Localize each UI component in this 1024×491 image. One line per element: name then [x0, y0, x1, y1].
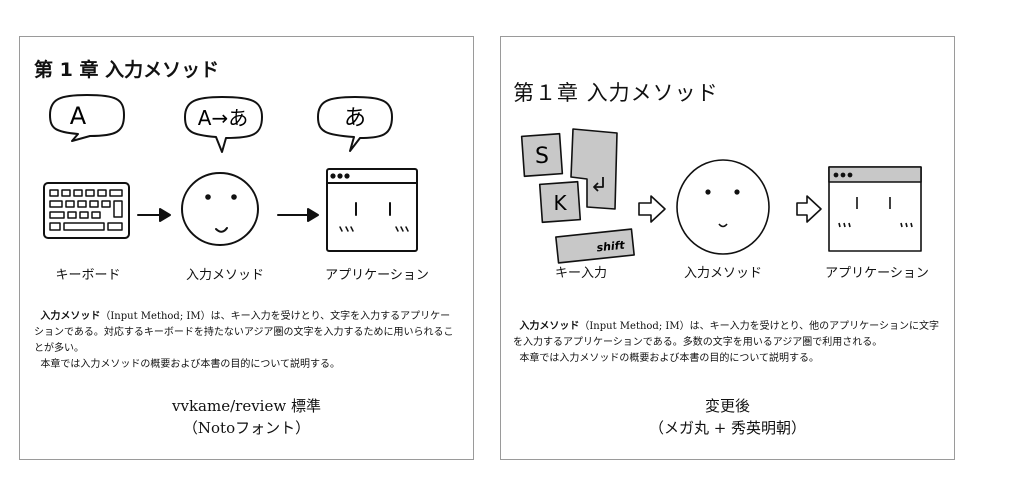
left-bubble-1 [49, 94, 125, 142]
left-label-application: アプリケーション [325, 268, 429, 283]
keyboard-icon [43, 182, 130, 239]
left-panel: 第 1 章 入力メソッド [19, 36, 474, 460]
left-body-term: 入力メソッド [40, 311, 101, 322]
left-caption: vvkame/review 標準 （Notoフォント） [20, 395, 473, 439]
key-shift-text: shift [596, 239, 626, 255]
application-window-icon [326, 168, 418, 252]
right-body-text: 入力メソッド（Input Method; IM）は、キー入力を受けとり、他のアプ… [513, 319, 948, 367]
key-k-text: K [553, 191, 567, 215]
right-label-application: アプリケーション [825, 266, 929, 281]
right-body-p2: 本章では入力メソッドの概要および本書の目的について説明する。 [519, 353, 820, 364]
left-label-keyboard: キーボード [55, 268, 120, 283]
left-illustration: A A→あ あ キーボード 入力メソッド アプリケーション [43, 94, 429, 283]
left-chapter-title: 第 1 章 入力メソッド [34, 59, 220, 81]
right-caption-line2: （メガ丸 + 秀英明朝） [648, 419, 807, 437]
left-bubble-3 [317, 96, 393, 152]
right-body-p1: （Input Method; IM）は、キー入力を受けとり、他のアプリケーション… [513, 321, 939, 348]
left-bubble-1-text: A [70, 102, 87, 130]
right-arrow-1 [638, 195, 666, 223]
right-arrow-2 [796, 195, 822, 223]
input-method-face-icon-right [676, 159, 770, 255]
left-label-input-method: 入力メソッド [186, 268, 264, 283]
key-k-icon [538, 180, 582, 224]
left-body-text: 入力メソッド（Input Method; IM）は、キー入力を受けとり、文字を入… [34, 309, 459, 373]
right-label-key-input: キー入力 [555, 266, 607, 281]
left-body-p1: （Input Method; IM）は、キー入力を受けとり、文字を入力するアプリ… [34, 311, 454, 354]
right-illustration: S K shift キー入力 入力メソッド アプリケーション [520, 128, 929, 281]
input-method-face-icon [181, 172, 259, 246]
key-s-text: S [535, 144, 549, 169]
right-label-input-method: 入力メソッド [684, 266, 762, 281]
key-shift-icon [555, 228, 635, 264]
right-panel: 第１章 入力メソッド S K shift [500, 36, 955, 460]
left-caption-line1: vvkame/review 標準 [172, 397, 321, 415]
left-bubble-3-text: あ [344, 106, 366, 131]
key-s-icon [520, 132, 564, 178]
right-caption: 変更後 （メガ丸 + 秀英明朝） [501, 395, 954, 439]
left-bubble-2-text: A→あ [198, 106, 248, 130]
left-body-p2: 本章では入力メソッドの概要および本書の目的について説明する。 [40, 359, 341, 370]
key-enter-icon [570, 128, 618, 210]
right-caption-line1: 変更後 [704, 397, 750, 415]
left-caption-line2: （Notoフォント） [182, 419, 311, 437]
right-body-term: 入力メソッド [519, 321, 580, 332]
right-chapter-title: 第１章 入力メソッド [513, 81, 719, 105]
left-bubble-2 [184, 96, 263, 153]
